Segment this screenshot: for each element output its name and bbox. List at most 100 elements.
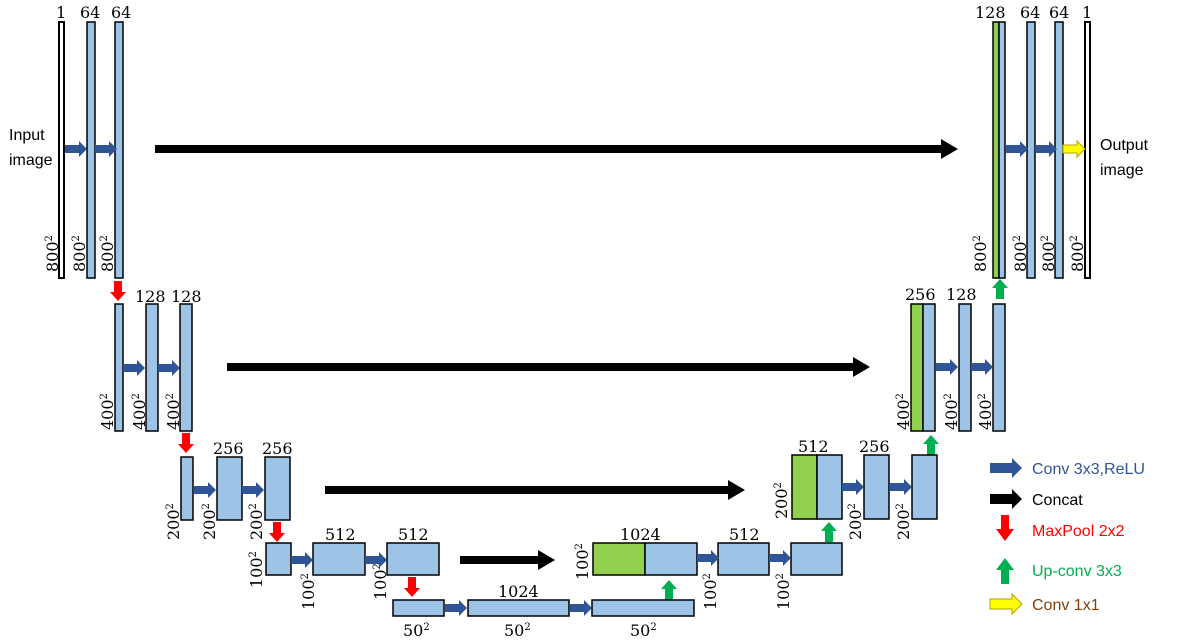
maxpool-arrow-icon <box>404 577 420 597</box>
conv-arrow-icon <box>365 552 387 568</box>
feature-map-block <box>180 456 194 521</box>
bottleneck <box>392 599 695 617</box>
feature-map-block <box>1054 21 1064 279</box>
conv-arrow-icon <box>65 141 87 157</box>
size-label: 502 <box>630 621 657 640</box>
size-label: 2002 <box>894 503 913 540</box>
maxpool-arrow-icon <box>110 281 126 301</box>
channel-label: 128 <box>171 287 202 306</box>
upconv-arrow-icon <box>992 279 1008 299</box>
feature-map-block <box>467 599 570 617</box>
up-arrow-icon <box>996 558 1014 584</box>
channel-label: 1024 <box>498 582 539 601</box>
channel-label: 512 <box>325 525 356 544</box>
size-label: 1002 <box>774 573 793 610</box>
output-image-label: Output <box>1100 137 1149 154</box>
conv1x1-arrow-icon <box>1062 139 1086 159</box>
conv-arrow-icon <box>971 359 993 375</box>
feature-map-block <box>922 303 936 432</box>
yellow-right-arrow-icon <box>989 592 1023 616</box>
feature-map-block <box>644 542 698 576</box>
conv-arrow-icon <box>936 359 958 375</box>
size-label: 2002 <box>200 503 219 540</box>
conv-arrow-icon <box>890 479 912 495</box>
channel-label: 256 <box>213 439 244 458</box>
channel-label: 512 <box>729 525 760 544</box>
size-label: 502 <box>504 621 531 640</box>
conv-arrow-icon <box>95 141 117 157</box>
feature-map-block <box>591 599 695 617</box>
feature-map-block <box>791 454 818 520</box>
conv-arrow-icon <box>1006 141 1028 157</box>
feature-map-block <box>816 454 843 520</box>
level-4-decoder <box>592 542 843 576</box>
size-label: 8002 <box>70 235 89 272</box>
size-label: 4002 <box>164 393 183 430</box>
feature-map-block <box>790 542 843 576</box>
legend-item: Conv 1x1 <box>989 592 1100 616</box>
conv-arrow-icon <box>291 552 313 568</box>
size-label: 4002 <box>130 393 149 430</box>
concat-arrow-icon <box>325 480 745 500</box>
level-1-encoder <box>58 21 124 279</box>
size-label: 8002 <box>1011 235 1030 272</box>
channel-label: 256 <box>262 439 293 458</box>
channel-label: 256 <box>905 285 936 304</box>
channel-label: 1024 <box>620 525 661 544</box>
maxpool-arrow-icon <box>269 522 285 542</box>
size-label: 502 <box>403 621 430 640</box>
input-image-label: Input <box>9 127 45 144</box>
level-3-decoder <box>791 454 938 520</box>
concat-arrow-icon <box>460 550 555 570</box>
legend-label: Concat <box>1032 492 1083 509</box>
conv-arrow-icon <box>445 600 467 616</box>
legend-label: Up-conv 3x3 <box>1032 563 1122 580</box>
legend-label: Conv 1x1 <box>1032 597 1100 614</box>
concat-arrow-icon <box>990 489 1022 509</box>
size-label: 8002 <box>971 235 990 272</box>
legend: Conv 3x3,ReLU Concat MaxPool 2x2 Up-conv… <box>989 458 1145 616</box>
concat-arrow-icon <box>155 139 958 159</box>
right-arrow-icon <box>990 458 1022 478</box>
size-label: 8002 <box>43 235 62 272</box>
size-label: 8002 <box>98 235 117 272</box>
concat-arrow-icon <box>227 357 870 377</box>
conv-arrow-icon <box>123 360 145 376</box>
legend-item: Up-conv 3x3 <box>996 558 1122 584</box>
size-label: 1002 <box>371 563 390 600</box>
channel-label: 128 <box>946 285 977 304</box>
conv-arrow-icon <box>242 482 264 498</box>
feature-map-block <box>392 599 445 617</box>
size-label: 2002 <box>772 482 791 519</box>
output-image-label: image <box>1100 162 1144 179</box>
legend-item: Conv 3x3,ReLU <box>990 458 1145 478</box>
size-label: 1002 <box>247 551 266 588</box>
feature-map-block <box>179 303 193 432</box>
feature-map-block <box>1026 21 1036 279</box>
size-label: 4002 <box>942 393 961 430</box>
upconv-arrow-icon <box>923 435 939 455</box>
feature-map-block <box>114 21 124 279</box>
level-4-encoder <box>265 542 440 576</box>
channel-label: 128 <box>135 287 166 306</box>
feature-map-block <box>58 21 65 279</box>
down-arrow-icon <box>996 515 1014 541</box>
feature-map-block <box>264 456 291 521</box>
channel-label: 128 <box>975 3 1006 22</box>
legend-label: Conv 3x3,ReLU <box>1032 461 1145 478</box>
feature-map-block <box>592 542 646 576</box>
conv-arrow-icon <box>1035 141 1057 157</box>
feature-map-block <box>216 456 243 521</box>
channel-label: 64 <box>1020 3 1040 22</box>
maxpool-arrow-icon <box>178 433 194 453</box>
size-label: 1002 <box>573 543 592 580</box>
feature-map-block <box>998 21 1006 279</box>
legend-item: Concat <box>990 489 1083 509</box>
channel-label: 512 <box>798 437 829 456</box>
channel-label: 64 <box>1049 3 1069 22</box>
legend-label: MaxPool 2x2 <box>1032 523 1125 540</box>
conv-arrow-icon <box>158 360 180 376</box>
channel-label: 64 <box>80 3 100 22</box>
size-label: 2002 <box>846 503 865 540</box>
